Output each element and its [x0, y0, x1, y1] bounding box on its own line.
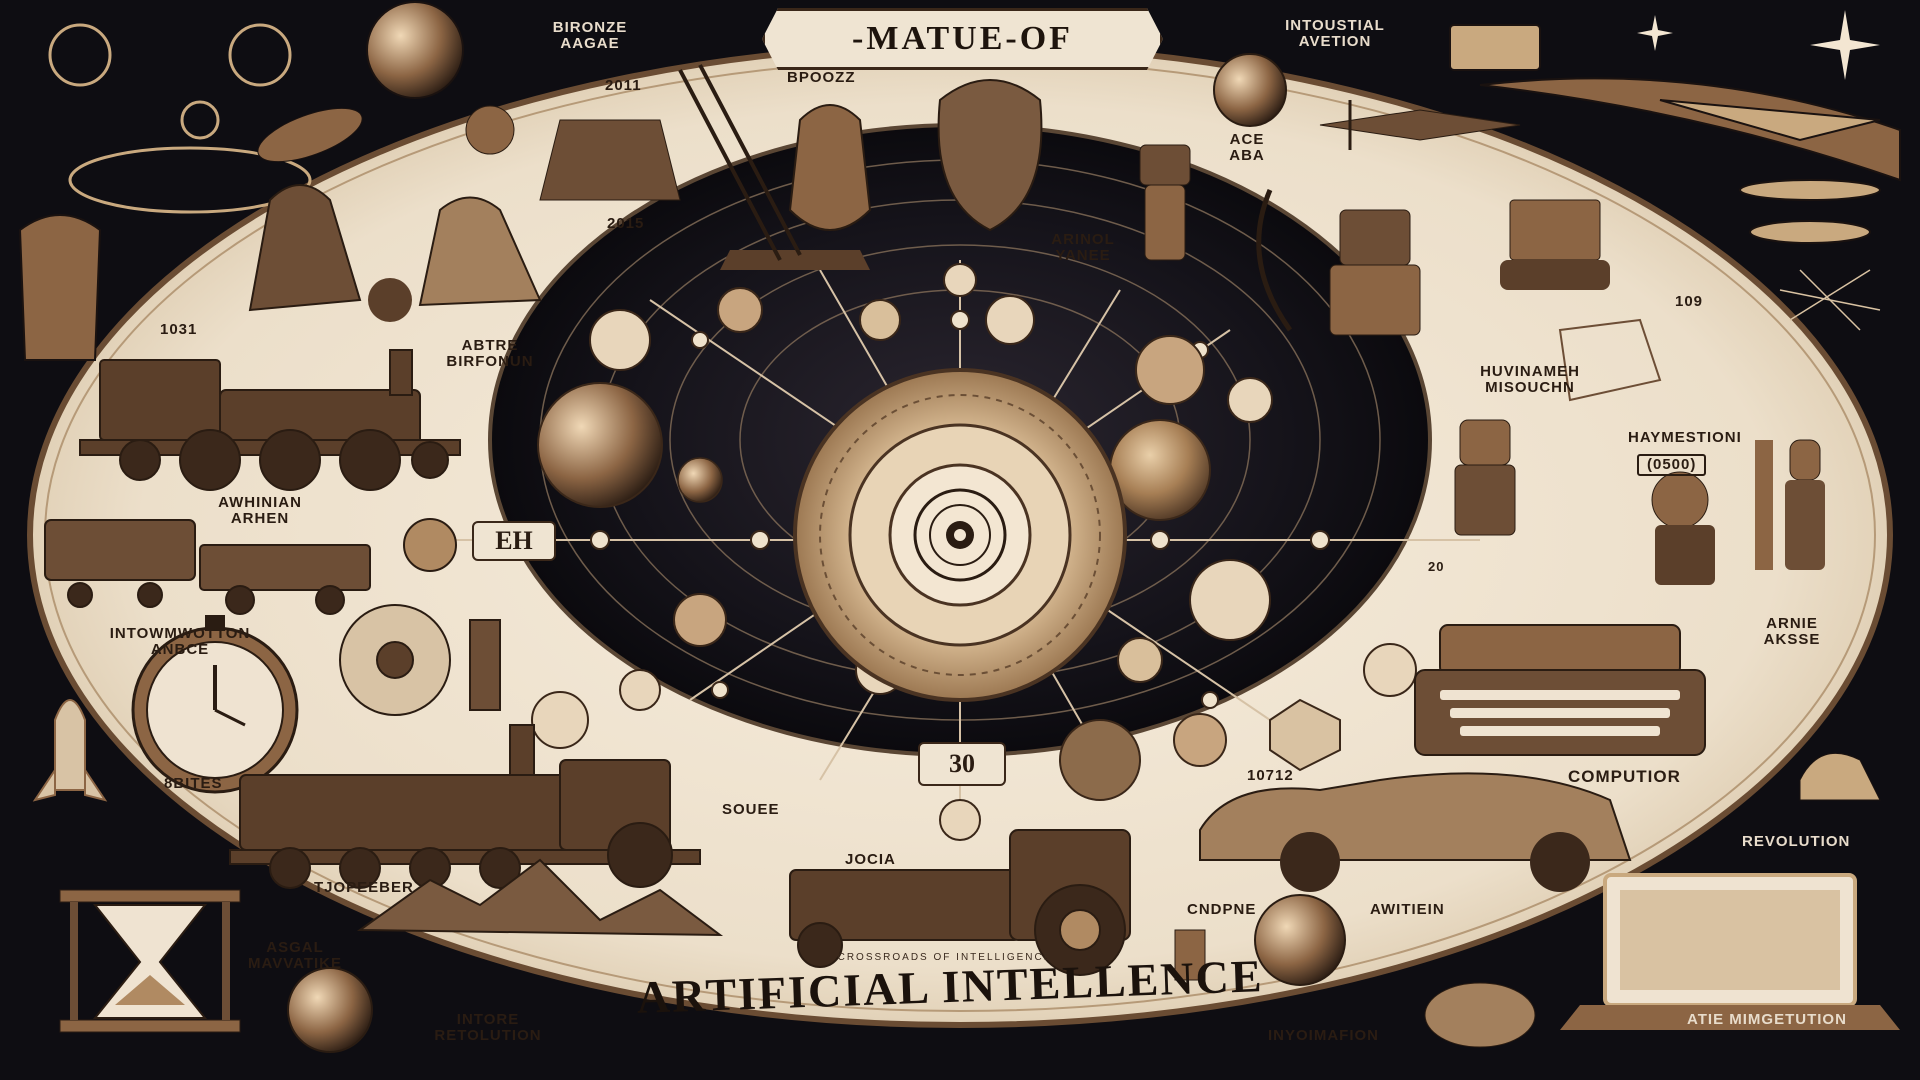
- label-year-1031: 1031: [160, 321, 198, 338]
- laptop: [1560, 873, 1900, 1030]
- label-huvinameh-misouchn: HUVINAMEH MISOUCHN: [1480, 363, 1580, 396]
- ancient-figures: [248, 64, 1043, 322]
- label-year-2015: 2015: [607, 215, 645, 232]
- label-year-109: 109: [1675, 293, 1704, 310]
- label-haymestioni: HAYMESTIONI: [1628, 429, 1742, 446]
- label-intore-retolution: INTORE RETOLUTION: [434, 1011, 542, 1044]
- label-asgal-mavvatike: ASGAL MAVVATIKE: [248, 939, 342, 972]
- label-arinol-yanee: ARINOL YANEE: [1051, 231, 1115, 264]
- typewriter: [1414, 624, 1706, 756]
- label-atie-mimgetution: ATIE MIMGETUTION: [1687, 1011, 1847, 1028]
- label-jocia: JOCIA: [845, 851, 896, 868]
- label-industrial-aviation: INTOUSTIAL AVETION: [1285, 17, 1385, 50]
- hub-box-left: EH: [472, 521, 556, 561]
- label-revolution: REVOLUTION: [1742, 833, 1851, 850]
- label-cndpne: CNDPNE: [1187, 901, 1257, 918]
- banner-title: -MATUE-OF: [852, 20, 1073, 57]
- pocket-watch: [131, 615, 299, 794]
- badge-0500: (0500): [1637, 454, 1707, 476]
- label-year-10712: 10712: [1247, 767, 1294, 784]
- robots-and-aviation: [1139, 53, 1825, 585]
- label-intowmwotton-anbce: INTOWMWOTTON ANBCE: [109, 625, 251, 658]
- label-tjopeeber: TJOPEEBER: [314, 879, 414, 896]
- label-arnie-aksse: ARNIE AKSSE: [1763, 615, 1821, 648]
- car: [1199, 772, 1632, 892]
- label-awitiein: AWITIEIN: [1370, 901, 1445, 918]
- label-ace-aba: ACE ABA: [1229, 131, 1265, 164]
- label-bpoozz: BPOOZZ: [787, 69, 856, 86]
- label-small-20: 20: [1428, 559, 1445, 574]
- label-awhinian-arhen: AWHINIAN ARHEN: [218, 494, 302, 527]
- hub-box-bottom: 30: [918, 742, 1006, 786]
- label-abtre-birfonun: ABTRE BIRFONUN: [446, 337, 534, 370]
- central-gear: [793, 368, 1127, 702]
- label-sbites: 8BITES: [164, 775, 223, 792]
- label-computior: COMPUTIOR: [1568, 767, 1681, 786]
- label-year-2011: 2011: [605, 77, 642, 94]
- locomotive-top-left: [79, 349, 461, 491]
- label-souee: SOUEE: [722, 801, 780, 818]
- hourglass: [59, 889, 241, 1033]
- label-inyoimafion: INYOIMAFION: [1268, 1027, 1379, 1044]
- subtitle-line: CROSSROADS OF INTELLIGENCE: [837, 952, 1053, 963]
- title-banner: -MATUE-OF: [762, 8, 1163, 70]
- label-bronze-age: BIRONZE AAGAE: [552, 19, 628, 52]
